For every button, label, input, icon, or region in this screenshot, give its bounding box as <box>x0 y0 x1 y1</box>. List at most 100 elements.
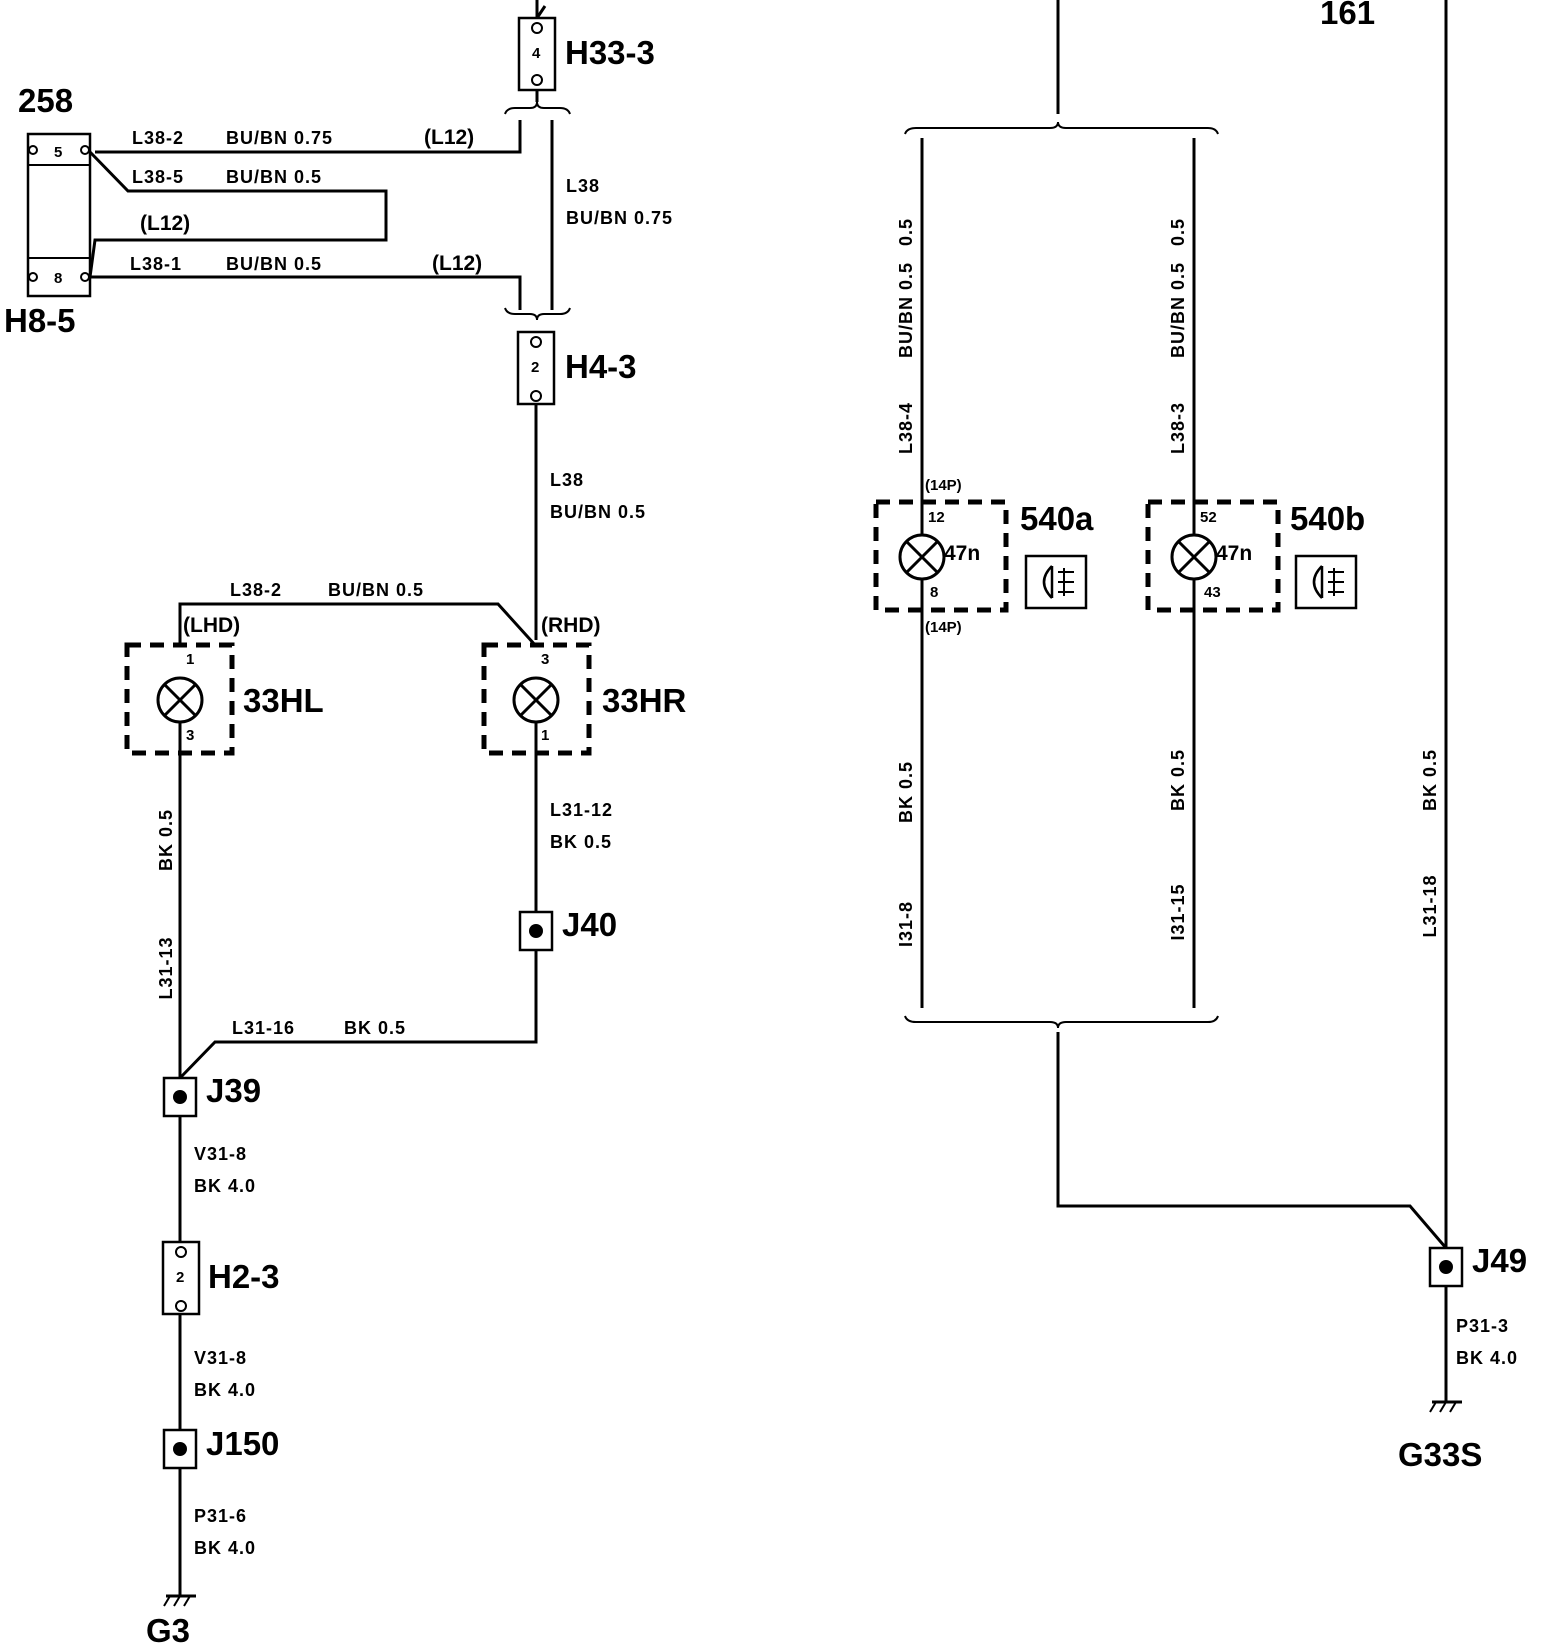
hl-pin-bot: 3 <box>186 727 194 744</box>
lamp-540a[interactable]: 12 8 47n <box>873 499 1009 613</box>
wire-top-in <box>535 0 547 19</box>
l38-5-label: L38-5 <box>132 167 184 187</box>
hr-pin-top: 3 <box>541 651 549 668</box>
l38-mid-label: L38 <box>566 176 600 196</box>
h4-3-label: H4-3 <box>565 348 637 385</box>
l38-low-spec: BU/BN 0.5 <box>550 502 646 522</box>
bracket-mid <box>504 307 571 321</box>
l31-12-spec: BK 0.5 <box>550 832 612 852</box>
h4-3-pin: 2 <box>531 359 539 376</box>
foglamp-icon-b <box>1294 554 1358 610</box>
junction-j40[interactable] <box>518 910 554 952</box>
h33-3-label: H33-3 <box>565 34 655 71</box>
h2-3-pin: 2 <box>176 1269 184 1286</box>
a-14p-top: (14P) <box>925 477 962 494</box>
hr-pin-bot: 1 <box>541 727 549 744</box>
bracket-top <box>504 101 571 115</box>
l38-4-label: L38-4 <box>896 402 916 454</box>
l38-2-top-spec: BU/BN 0.75 <box>226 128 333 148</box>
j49-label: J49 <box>1472 1242 1527 1279</box>
l12-a: (L12) <box>424 126 474 149</box>
v31-8-a-label: V31-8 <box>194 1144 247 1164</box>
bracket-right-top <box>904 121 1219 135</box>
ground-g3 <box>163 1594 196 1607</box>
b-res: 47n <box>1216 542 1252 565</box>
v31-8-b-spec: BK 4.0 <box>194 1380 256 1400</box>
h8-5-label: H8-5 <box>4 302 76 339</box>
i31-8-spec: BK 0.5 <box>896 761 916 823</box>
p31-3-label: P31-3 <box>1456 1316 1509 1336</box>
wire-l38-1 <box>90 275 522 300</box>
foglamp-icon-a <box>1024 554 1088 610</box>
h33-3-pin: 4 <box>532 45 541 62</box>
g3-label: G3 <box>146 1612 190 1648</box>
v31-8-b-label: V31-8 <box>194 1348 247 1368</box>
i31-15-label: I31-15 <box>1168 883 1188 940</box>
connector-h2-3[interactable]: 2 <box>161 1240 201 1316</box>
junction-j39[interactable] <box>162 1076 198 1118</box>
l38-1-spec: BU/BN 0.5 <box>226 254 322 274</box>
v31-8-a-spec: BK 4.0 <box>194 1176 256 1196</box>
connector-h33-3[interactable]: 4 <box>517 16 557 92</box>
wire-l38-2-top <box>95 120 522 154</box>
wire-l38-5-loop <box>88 150 388 278</box>
bracket-right-bottom <box>904 1015 1219 1029</box>
l31-12-label: L31-12 <box>550 800 613 820</box>
lhd-label: (LHD) <box>183 614 240 637</box>
l38-5-spec: BU/BN 0.5 <box>226 167 322 187</box>
a-pin-top: 12 <box>928 509 945 526</box>
b-pin-top: 52 <box>1200 509 1217 526</box>
l38-4-spec-size: 0.5 <box>896 218 916 246</box>
lamp-540b-label: 540b <box>1290 500 1365 537</box>
g33s-label: G33S <box>1398 1436 1482 1473</box>
l31-18-label: L31-18 <box>1420 874 1440 937</box>
ground-g33s <box>1429 1400 1462 1413</box>
l38-1-label: L38-1 <box>130 254 182 274</box>
h2-3-label: H2-3 <box>208 1258 280 1295</box>
wire-to-j49 <box>1056 1032 1448 1249</box>
l12-b: (L12) <box>140 212 190 235</box>
l31-16-label: L31-16 <box>232 1018 295 1038</box>
l31-16-spec: BK 0.5 <box>344 1018 406 1038</box>
l38-2-low-label: L38-2 <box>230 580 282 600</box>
h8-5-pin5: 5 <box>54 144 62 161</box>
l12-c: (L12) <box>432 252 482 275</box>
l31-13-label: L31-13 <box>156 936 176 999</box>
connector-h8-5[interactable]: 5 8 <box>26 132 92 298</box>
l38-3-spec-size: 0.5 <box>1168 218 1188 246</box>
comp-161-label: 161 <box>1320 0 1375 31</box>
l31-13-spec: BK 0.5 <box>156 809 176 871</box>
connector-h4-3[interactable]: 2 <box>516 330 556 406</box>
l38-3-label: L38-3 <box>1168 402 1188 454</box>
l38-2-top-label: L38-2 <box>132 128 184 148</box>
a-14p-bot: (14P) <box>925 619 962 636</box>
a-res: 47n <box>944 542 980 565</box>
junction-j150[interactable] <box>162 1428 198 1470</box>
l38-3-spec: BU/BN 0.5 <box>1168 262 1188 358</box>
l38-4-spec: BU/BN 0.5 <box>896 262 916 358</box>
h8-5-pin8: 8 <box>54 270 62 287</box>
l38-low-label: L38 <box>550 470 584 490</box>
i31-15-spec: BK 0.5 <box>1168 749 1188 811</box>
i31-8-label: I31-8 <box>896 901 916 947</box>
j40-label: J40 <box>562 906 617 943</box>
wire-l38-2-low <box>178 602 538 648</box>
wire-into-bracket <box>518 300 554 310</box>
l38-2-low-spec: BU/BN 0.5 <box>328 580 424 600</box>
comp-258-label: 258 <box>18 82 73 119</box>
p31-6-label: P31-6 <box>194 1506 247 1526</box>
wire-l31-16 <box>178 950 538 1080</box>
lamp-540b[interactable]: 52 43 47n <box>1145 499 1281 613</box>
lamp-33hl-label: 33HL <box>243 682 324 719</box>
rhd-label: (RHD) <box>541 614 600 637</box>
junction-j49[interactable] <box>1428 1246 1464 1288</box>
p31-6-spec: BK 4.0 <box>194 1538 256 1558</box>
b-pin-bot: 43 <box>1204 584 1221 601</box>
j39-label: J39 <box>206 1072 261 1109</box>
l31-18-spec: BK 0.5 <box>1420 749 1440 811</box>
p31-3-spec: BK 4.0 <box>1456 1348 1518 1368</box>
lamp-540a-label: 540a <box>1020 500 1094 537</box>
j150-label: J150 <box>206 1425 279 1462</box>
lamp-33hr-label: 33HR <box>602 682 687 719</box>
